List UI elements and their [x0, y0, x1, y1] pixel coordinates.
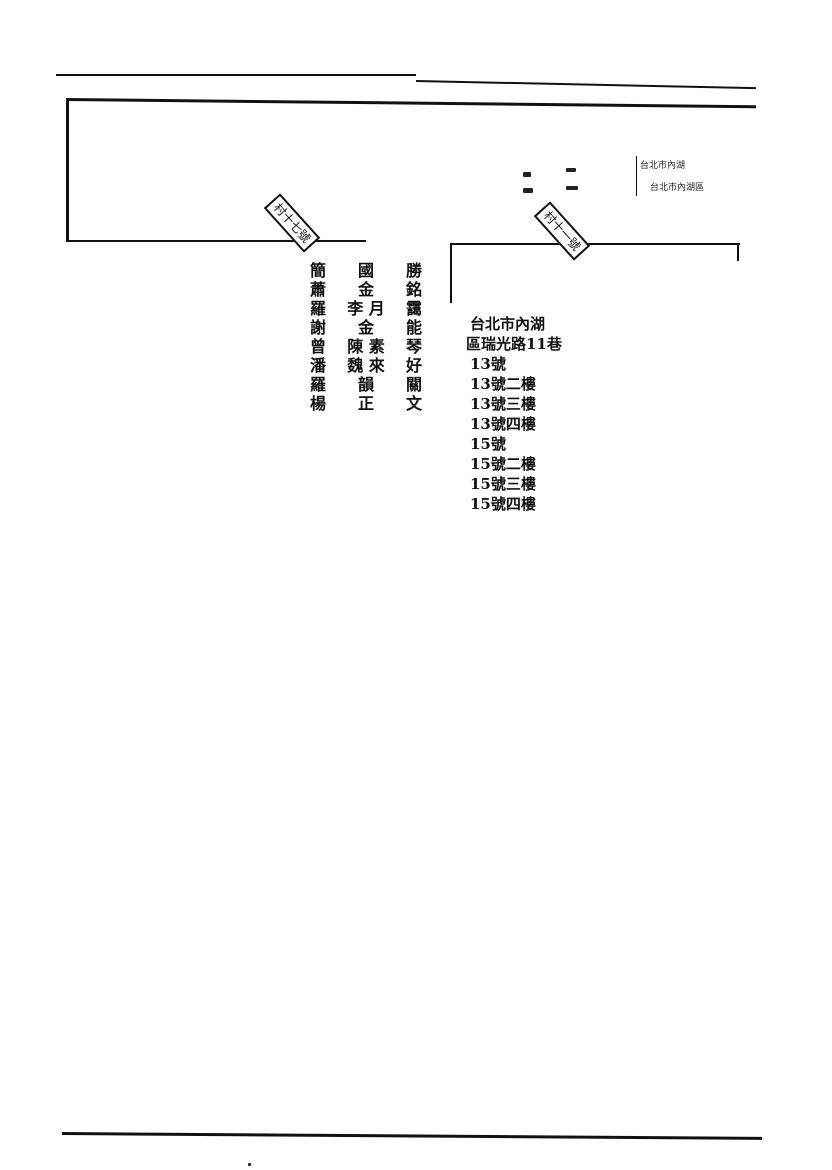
- bottom-rule: [61, 1132, 762, 1140]
- seal-stamp-right-text: 村十一號: [540, 208, 584, 254]
- corner-note-2: 台北市內湖區: [650, 182, 704, 194]
- list-item: 羅 李 月 靄: [310, 299, 422, 318]
- surname: 簡: [310, 261, 327, 280]
- surname: 謝: [310, 318, 327, 337]
- address-unit: 15號三樓: [470, 475, 536, 493]
- list-item: 潘 魏 來 好: [310, 356, 422, 375]
- corner-bracket: [636, 156, 637, 196]
- address-unit: 13號三樓: [470, 395, 536, 413]
- address-street: 區瑞光路11巷: [466, 335, 562, 353]
- address-unit: 13號: [470, 355, 506, 373]
- mid-rule-left: [66, 240, 366, 242]
- list-item: 曾 陳 素 琴: [310, 337, 422, 356]
- address-unit: 13號二樓: [470, 375, 536, 393]
- address-unit: 15號二樓: [470, 455, 536, 473]
- given-name-2: 琴: [405, 337, 422, 356]
- mid-rule-right: [450, 243, 740, 245]
- surname: 曾: [310, 337, 327, 356]
- given-name-2: 勝: [405, 261, 422, 280]
- given-name-1: 金: [357, 280, 374, 299]
- seal-stamp-right: 村十一號: [533, 201, 591, 261]
- address-unit: 15號四樓: [470, 495, 536, 513]
- given-name-1: 陳 素: [347, 337, 385, 356]
- list-item: 楊 正 文: [310, 394, 422, 413]
- speck: [248, 1163, 251, 1166]
- list-item: 蕭 金 銘: [310, 280, 422, 299]
- given-name-2: 好: [405, 356, 422, 375]
- given-name-2: 文: [405, 394, 422, 413]
- speck: [566, 168, 576, 172]
- surname: 羅: [310, 299, 327, 318]
- given-name-2: 關: [405, 375, 422, 394]
- list-item: 謝 金 能: [310, 318, 422, 337]
- given-name-2: 銘: [405, 280, 422, 299]
- given-name-1: 韻: [357, 375, 374, 394]
- speck: [523, 172, 531, 177]
- corner-note-1-text: 台北市內湖: [640, 161, 686, 171]
- given-name-1: 金: [357, 318, 374, 337]
- seal-stamp-left: 村十七號: [263, 193, 321, 253]
- top-rule: [56, 74, 416, 76]
- given-name-2: 能: [405, 318, 422, 337]
- address-unit: 15號: [470, 435, 506, 453]
- top-rule-right: [415, 80, 756, 90]
- right-tick: [737, 243, 739, 261]
- given-name-2: 靄: [405, 299, 422, 318]
- corner-note-2-text: 台北市內湖區: [650, 183, 705, 193]
- address-unit: 13號四樓: [470, 415, 536, 433]
- speck: [566, 186, 578, 190]
- given-name-1: 正: [357, 394, 374, 413]
- mid-rule-tick: [450, 243, 452, 303]
- given-name-1: 國: [357, 261, 374, 280]
- surname: 蕭: [310, 280, 327, 299]
- list-item: 簡 國 勝: [310, 261, 422, 280]
- surname: 潘: [310, 356, 327, 375]
- corner-note-1: 台北市內湖: [640, 160, 685, 172]
- surname: 楊: [310, 394, 327, 413]
- given-name-1: 李 月: [347, 299, 385, 318]
- given-name-1: 魏 來: [347, 356, 385, 375]
- address-city: 台北市內湖: [470, 315, 546, 333]
- header-rule: [65, 98, 756, 109]
- seal-stamp-left-text: 村十七號: [270, 200, 314, 246]
- surname: 羅: [310, 375, 327, 394]
- left-rule: [66, 98, 69, 241]
- list-item: 羅 韻 關: [310, 375, 422, 394]
- speck: [523, 188, 533, 193]
